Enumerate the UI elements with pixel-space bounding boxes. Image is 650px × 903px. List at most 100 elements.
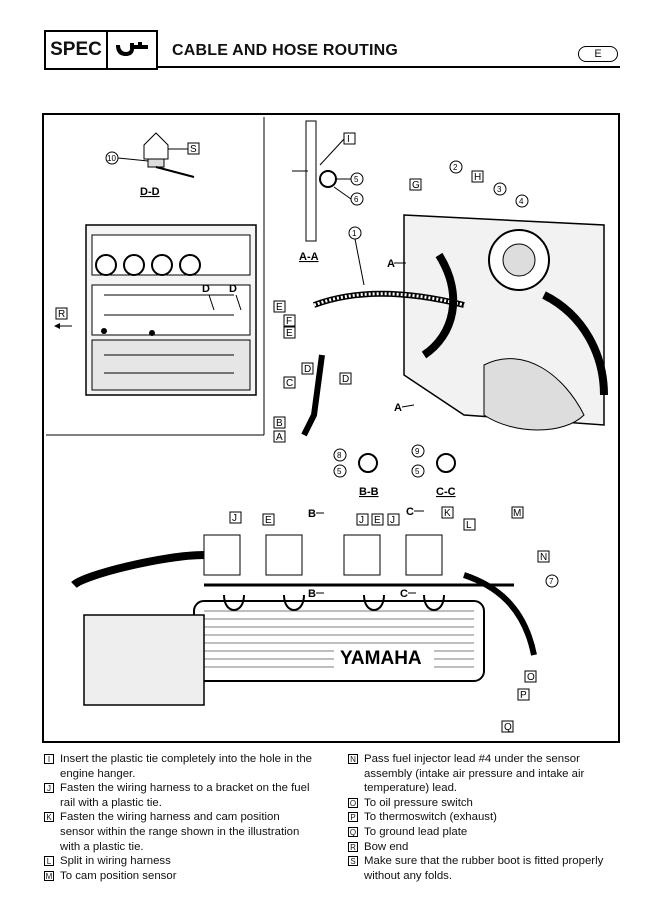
- note-text: To thermoswitch (exhaust): [364, 811, 497, 824]
- note-text: Fasten the wiring harness to a bracket o…: [60, 782, 310, 809]
- note-text: To cam position sensor: [60, 869, 177, 882]
- note-key: K: [44, 812, 54, 823]
- note-r: R Bow end: [348, 840, 624, 855]
- svg-text:8: 8: [337, 451, 342, 460]
- d-d-detail: S 10 D-D: [105, 132, 200, 198]
- svg-text:A: A: [394, 402, 402, 414]
- throttle-body-view: 1 2 3 4 G H A A E F E D D: [273, 160, 608, 443]
- engine-side-view: R D D: [54, 224, 257, 396]
- brand-text: YAMAHA: [340, 648, 422, 669]
- svg-text:4: 4: [519, 197, 524, 206]
- svg-text:D: D: [229, 283, 237, 295]
- note-text: To oil pressure switch: [364, 796, 473, 809]
- svg-text:5: 5: [354, 175, 359, 184]
- svg-text:C-C: C-C: [436, 486, 456, 498]
- svg-text:N: N: [540, 552, 547, 563]
- routing-diagram: S 10 D-D R D D: [42, 113, 620, 743]
- svg-text:D: D: [304, 364, 311, 375]
- svg-text:5: 5: [415, 467, 420, 476]
- svg-text:Q: Q: [504, 722, 512, 733]
- svg-text:G: G: [412, 180, 420, 191]
- note-key: L: [44, 856, 54, 867]
- svg-text:3: 3: [497, 185, 502, 194]
- svg-text:C: C: [286, 378, 293, 389]
- note-s: S Make sure that the rubber boot is fitt…: [348, 854, 624, 883]
- note-text: Fasten the wiring harness and cam positi…: [60, 811, 300, 853]
- note-text: Bow end: [364, 840, 409, 853]
- note-k: K Fasten the wiring harness and cam posi…: [44, 810, 316, 854]
- note-n: N Pass fuel injector lead #4 under the s…: [348, 752, 624, 796]
- note-o: O To oil pressure switch: [348, 796, 624, 811]
- svg-text:C: C: [406, 506, 414, 518]
- svg-text:J: J: [390, 515, 395, 526]
- note-text: Insert the plastic tie completely into t…: [60, 753, 313, 780]
- svg-text:2: 2: [453, 163, 458, 172]
- engine-top-view: YAMAHA J E J E J K L M: [71, 506, 559, 733]
- note-l: L Split in wiring harness: [44, 854, 316, 869]
- note-text: To ground lead plate: [364, 825, 468, 838]
- note-key: O: [348, 797, 358, 808]
- svg-text:9: 9: [415, 447, 420, 456]
- svg-text:6: 6: [354, 195, 359, 204]
- notes-right-column: N Pass fuel injector lead #4 under the s…: [348, 752, 624, 883]
- wrench-icon: [108, 32, 156, 68]
- svg-text:5: 5: [337, 467, 342, 476]
- svg-text:M: M: [513, 508, 521, 519]
- note-i: I Insert the plastic tie completely into…: [44, 752, 316, 781]
- svg-text:D-D: D-D: [140, 186, 160, 198]
- note-p: P To thermoswitch (exhaust): [348, 810, 624, 825]
- svg-text:O: O: [527, 672, 535, 683]
- note-key: R: [348, 841, 358, 852]
- svg-text:A: A: [276, 432, 283, 443]
- note-key: J: [44, 783, 54, 794]
- header-rule: [158, 66, 620, 68]
- b-b-c-c-detail: 8 5 9 5 B-B C-C: [333, 444, 456, 498]
- svg-text:S: S: [190, 144, 197, 155]
- note-key: N: [348, 754, 358, 764]
- svg-text:F: F: [286, 316, 292, 327]
- svg-text:A-A: A-A: [299, 251, 319, 263]
- note-text: Make sure that the rubber boot is fitted…: [364, 855, 604, 882]
- note-key: I: [44, 754, 54, 764]
- note-j: J Fasten the wiring harness to a bracket…: [44, 781, 316, 810]
- svg-text:J: J: [359, 515, 364, 526]
- svg-text:E: E: [265, 515, 272, 526]
- svg-text:7: 7: [549, 577, 554, 586]
- svg-text:B-B: B-B: [359, 486, 379, 498]
- page-title: CABLE AND HOSE ROUTING: [172, 42, 399, 59]
- svg-text:B: B: [308, 508, 316, 520]
- svg-text:P: P: [520, 690, 527, 701]
- svg-text:L: L: [466, 520, 472, 531]
- language-badge: E: [578, 46, 618, 62]
- spec-tag: SPEC: [44, 30, 158, 70]
- note-key: S: [348, 856, 358, 867]
- note-key: P: [348, 812, 358, 823]
- note-text: Pass fuel injector lead #4 under the sen…: [364, 753, 585, 795]
- svg-text:C: C: [400, 588, 408, 600]
- svg-text:J: J: [232, 513, 237, 524]
- svg-text:A: A: [387, 258, 395, 270]
- svg-text:D: D: [202, 283, 210, 295]
- svg-text:E: E: [276, 302, 283, 313]
- svg-text:B: B: [276, 418, 283, 429]
- svg-text:E: E: [374, 515, 381, 526]
- page-header: SPEC CABLE AND HOSE ROUTING E: [0, 0, 650, 80]
- note-text: Split in wiring harness: [60, 855, 171, 868]
- routing-illustration: S 10 D-D R D D: [46, 117, 608, 733]
- note-key: Q: [348, 826, 358, 837]
- svg-text:H: H: [474, 172, 481, 183]
- note-m: M To cam position sensor: [44, 869, 316, 884]
- svg-text:10: 10: [107, 154, 116, 163]
- note-q: Q To ground lead plate: [348, 825, 624, 840]
- a-a-detail: I 5 6 A-A: [292, 120, 364, 263]
- notes-left-column: I Insert the plastic tie completely into…: [44, 752, 316, 883]
- svg-text:D: D: [342, 374, 349, 385]
- note-key: M: [44, 870, 54, 881]
- svg-text:R: R: [58, 309, 65, 320]
- svg-text:1: 1: [352, 229, 357, 238]
- svg-text:B: B: [308, 588, 316, 600]
- svg-text:E: E: [286, 328, 293, 339]
- svg-text:K: K: [444, 508, 451, 519]
- svg-text:I: I: [347, 134, 350, 145]
- spec-label: SPEC: [46, 32, 108, 68]
